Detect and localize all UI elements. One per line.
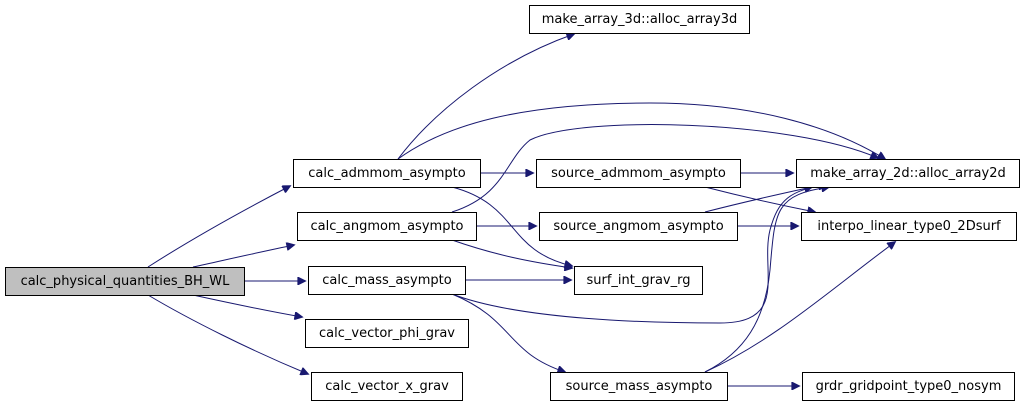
edge-angmom-to-arr2d (451, 124, 878, 213)
edge-mass-to-src_mass (451, 293, 565, 372)
node-box (802, 372, 1015, 401)
edge-src_mass-to-interp (704, 242, 895, 373)
node-box (308, 266, 466, 295)
edge-root-to-vx (147, 294, 308, 374)
node-root[interactable]: calc_physical_quantities_BH_WL (5, 267, 245, 296)
node-box (536, 159, 741, 188)
edge-layer (147, 34, 895, 386)
edge-mass-to-arr2d (451, 185, 826, 324)
edge-src_adm-to-interp (704, 186, 815, 212)
node-box (305, 319, 469, 348)
node-layer: calc_physical_quantities_BH_WL calc_admmo… (5, 5, 1020, 401)
node-box (539, 212, 738, 241)
edge-root-to-angmom (192, 245, 294, 268)
node-label: source_angmom_asympto (553, 219, 723, 234)
node-src-adm[interactable]: source_admmom_asympto (536, 159, 741, 188)
node-label: grdr_gridpoint_type0_nosym (816, 379, 1002, 394)
node-src-mass[interactable]: source_mass_asympto (550, 372, 728, 401)
node-box (574, 266, 703, 295)
node-vx[interactable]: calc_vector_x_grav (311, 372, 463, 401)
node-box (5, 267, 245, 296)
node-label: calc_physical_quantities_BH_WL (21, 274, 231, 289)
node-box (311, 372, 463, 401)
node-box (293, 159, 481, 188)
edge-src_ang-to-arr2d (704, 187, 812, 213)
node-admmom[interactable]: calc_admmom_asympto (293, 159, 481, 188)
node-interp[interactable]: interpo_linear_type0_2Dsurf (801, 212, 1017, 241)
node-label: surf_int_grav_rg (586, 273, 690, 288)
node-label: source_admmom_asympto (551, 166, 726, 181)
node-arr3d[interactable]: make_array_3d::alloc_array3d (529, 5, 750, 34)
node-box (550, 372, 728, 401)
node-label: calc_vector_x_grav (325, 379, 449, 394)
node-label: calc_angmom_asympto (310, 219, 463, 234)
edge-admmom-to-arr2d (397, 102, 885, 159)
node-label: source_mass_asympto (566, 379, 713, 394)
node-label: make_array_3d::alloc_array3d (542, 12, 737, 27)
node-surf[interactable]: surf_int_grav_rg (574, 266, 703, 295)
edge-admmom-to-arr3d (397, 34, 574, 160)
edge-angmom-to-surf (451, 239, 572, 268)
node-mass[interactable]: calc_mass_asympto (308, 266, 466, 295)
node-box (801, 212, 1017, 241)
node-grdr[interactable]: grdr_gridpoint_type0_nosym (802, 372, 1015, 401)
node-label: interpo_linear_type0_2Dsurf (817, 219, 1001, 234)
node-box (297, 212, 477, 241)
edge-root-to-admmom (147, 186, 290, 268)
edge-src_mass-to-arr2d (704, 187, 829, 373)
node-src-ang[interactable]: source_angmom_asympto (539, 212, 738, 241)
node-label: calc_vector_phi_grav (319, 326, 455, 341)
edge-root-to-vphi (192, 294, 302, 317)
node-label: make_array_2d::alloc_array2d (810, 166, 1005, 181)
node-label: calc_admmom_asympto (308, 166, 465, 181)
node-box (796, 159, 1020, 188)
node-angmom[interactable]: calc_angmom_asympto (297, 212, 477, 241)
edge-admmom-to-surf (451, 186, 572, 266)
node-vphi[interactable]: calc_vector_phi_grav (305, 319, 469, 348)
node-label: calc_mass_asympto (322, 273, 451, 288)
node-arr2d[interactable]: make_array_2d::alloc_array2d (796, 159, 1020, 188)
node-box (529, 5, 750, 34)
